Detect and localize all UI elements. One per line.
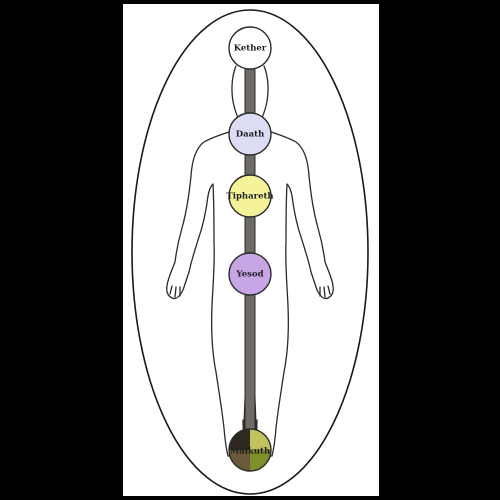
- sphere-daath-label: Daath: [236, 130, 265, 140]
- sphere-malkuth: Malkuth: [228, 428, 272, 472]
- malkuth-quarter-east: [250, 450, 271, 471]
- aura-ellipse: [131, 9, 369, 495]
- left-hand-fingers: [169, 285, 181, 298]
- malkuth-quarter-north: [250, 429, 271, 450]
- right-hand-fingers: [319, 285, 331, 298]
- sphere-tiphareth: Tiphareth: [226, 174, 274, 218]
- sphere-malkuth-label: Malkuth: [230, 447, 270, 457]
- sphere-yesod: Yesod: [228, 252, 272, 296]
- sphere-yesod-label: Yesod: [235, 270, 263, 280]
- sphere-kether-label: Kether: [234, 44, 267, 54]
- sphere-tiphareth-label: Tiphareth: [226, 192, 273, 202]
- sphere-daath: Daath: [228, 112, 272, 156]
- malkuth-quarter-south: [229, 450, 250, 471]
- malkuth-quarter-west: [229, 429, 250, 450]
- sphere-kether: Kether: [228, 26, 272, 70]
